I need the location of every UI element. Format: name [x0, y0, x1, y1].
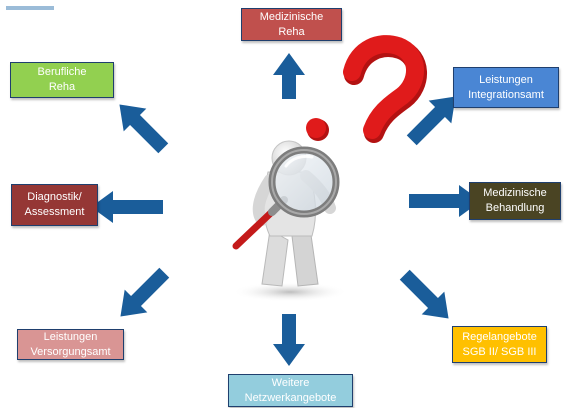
box-label-line1: Medizinische — [483, 187, 547, 199]
box-label-line2: Versorgungsamt — [30, 345, 111, 358]
box-diagnostik-assessment: Diagnostik/ Assessment — [11, 184, 98, 226]
box-leistungen-versorgungsamt: Leistungen Versorgungsamt — [17, 329, 124, 360]
box-berufliche-reha: Berufliche Reha — [10, 62, 114, 98]
arrow-left — [91, 191, 163, 223]
box-label-line2: Reha — [48, 81, 76, 93]
box-label-line2: Integrationsamt — [468, 88, 544, 101]
arrow-up-right — [406, 96, 456, 146]
box-label-line2: Behandlung — [485, 202, 545, 214]
box-label-line1: Diagnostik/ — [27, 191, 82, 203]
arrow-right — [409, 185, 481, 217]
box-label-line1: Leistungen — [479, 73, 533, 86]
arrow-down-right — [399, 269, 449, 319]
box-label-line1: Regelangebote — [462, 330, 537, 343]
box-regelangebote: Regelangebote SGB II/ SGB III — [452, 326, 547, 363]
box-label-line2: Assessment — [24, 206, 85, 218]
arrow-down-left — [120, 267, 170, 317]
box-label-line2: Netzwerkangebote — [244, 391, 337, 404]
arrow-up — [273, 53, 305, 99]
person-with-magnifying-glass-icon — [232, 140, 348, 302]
arrow-down — [273, 314, 305, 366]
box-label-line1: Leistungen — [43, 330, 98, 343]
box-label-line1: Weitere — [271, 376, 310, 389]
box-leistungen-integrationsamt: Leistungen Integrationsamt — [453, 67, 559, 108]
box-label-line1: Medizinische — [259, 10, 324, 23]
box-weitere-netzwerkangebote: Weitere Netzwerkangebote — [228, 374, 353, 407]
arrow-up-left — [119, 104, 169, 154]
box-label-line2: Reha — [278, 25, 305, 38]
box-medizinische-behandlung: Medizinische Behandlung — [469, 182, 561, 220]
box-label-line2: SGB II/ SGB III — [462, 345, 537, 358]
question-mark-icon — [306, 35, 427, 143]
box-medizinische-reha: Medizinische Reha — [241, 8, 342, 41]
box-label-line1: Berufliche — [37, 66, 87, 78]
decorative-top-bar — [6, 6, 54, 10]
